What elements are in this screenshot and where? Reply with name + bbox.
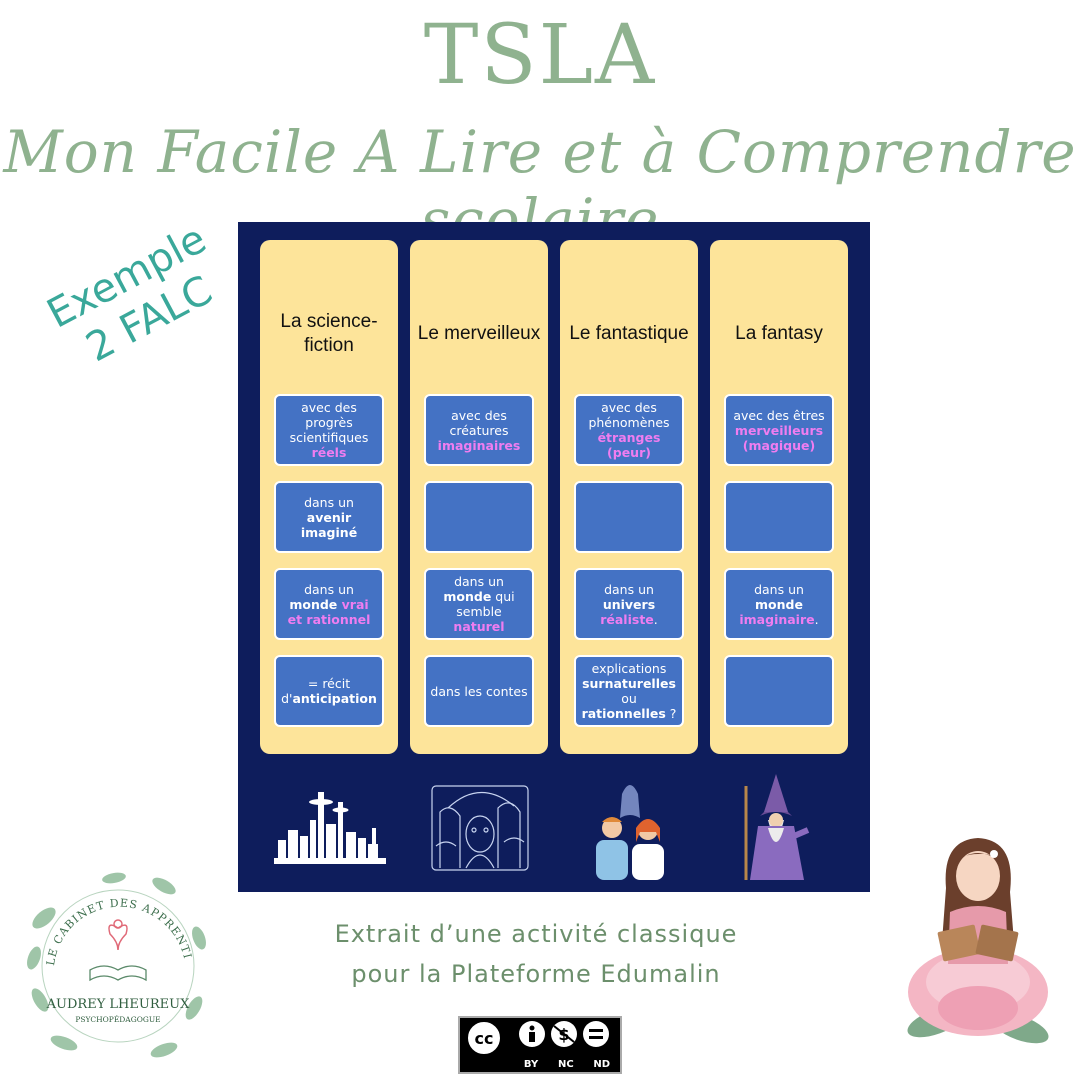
scared-people-ghost-icon <box>596 785 664 880</box>
page-subtitle: Mon Facile A Lire et à Comprendre scolai… <box>3 118 1077 254</box>
card-text-segment: avec des phénomènes <box>588 400 670 430</box>
card[interactable]: dans un monde imaginaire. <box>724 568 834 640</box>
card[interactable]: = récit d'anticipation <box>274 655 384 727</box>
cc-label-nc: NC <box>557 1059 574 1070</box>
bold-text: monde <box>755 596 803 612</box>
empty-drop-slot[interactable] <box>424 481 534 553</box>
empty-drop-slot[interactable] <box>724 481 834 553</box>
card-text: avec des phénomènes étranges (peur) <box>580 400 678 460</box>
card[interactable]: explications surnaturelles ou rationnell… <box>574 655 684 727</box>
cc-license-badge: cc $ BY NC ND <box>458 1016 622 1074</box>
caption-line-2: pour la Plateforme Edumalin <box>351 960 721 988</box>
highlight-text: réaliste <box>600 611 654 627</box>
cc-icons: cc $ <box>466 1020 609 1056</box>
card-text: = récit d'anticipation <box>280 676 378 706</box>
card-text: avec des êtres merveilleurs (magique) <box>730 408 828 453</box>
caption-line-1: Extrait d’une activité classique <box>334 920 738 948</box>
card-text-segment: . <box>814 611 819 627</box>
column-title: Le fantastique <box>569 323 689 344</box>
highlight-text: vrai et rationnel <box>287 596 371 627</box>
reading-girl-illustration <box>907 838 1049 1044</box>
card[interactable]: dans un monde vrai et rationnel <box>274 568 384 640</box>
column-merveilleux: Le merveilleux avec des créatures imagin… <box>410 240 548 754</box>
fairy-forest-icon <box>431 785 529 871</box>
bold-text: monde <box>443 589 492 604</box>
card-text-segment: avec des progrès scientifiques <box>289 400 369 445</box>
column-title: Le merveilleux <box>417 323 541 344</box>
empty-drop-slot[interactable] <box>724 655 834 727</box>
svg-text:cc: cc <box>475 1029 494 1048</box>
column-title: La science-fiction <box>280 311 378 356</box>
column-title: La fantasy <box>735 323 823 344</box>
card-text-segment: qui semble <box>456 589 515 619</box>
card[interactable]: avec des créatures imaginaires <box>424 394 534 466</box>
card-text-segment: ou <box>621 691 637 706</box>
cc-label-nd: ND <box>593 1059 611 1070</box>
card-text: avec des progrès scientifiques réels <box>280 400 378 460</box>
bold-text: surnaturelles <box>582 676 676 691</box>
card-text: explications surnaturelles ou rationnell… <box>580 661 678 721</box>
card-text-segment: ? <box>665 706 677 721</box>
card-text-segment: dans un <box>304 494 354 510</box>
futuristic-city-icon <box>274 792 386 864</box>
card[interactable]: dans un avenir imaginé <box>274 481 384 553</box>
card[interactable]: avec des êtres merveilleurs (magique) <box>724 394 834 466</box>
card-text: dans un avenir imaginé <box>280 495 378 540</box>
card[interactable]: dans un monde qui semble naturel <box>424 568 534 640</box>
card-text: dans un univers réaliste. <box>580 582 678 627</box>
card-text: dans un monde vrai et rationnel <box>280 582 378 627</box>
card-text-segment: dans un <box>754 581 804 597</box>
bold-text: univers <box>602 596 656 612</box>
card-text: avec des créatures imaginaires <box>430 408 528 453</box>
cabinet-logo: LE CABINET DES APPRENTISSAGES AUDREY LHE… <box>14 858 206 1058</box>
card-text-segment: dans les contes <box>430 683 528 699</box>
activity-board: La science-fiction avec des progrès scie… <box>238 222 870 892</box>
highlight-text: imaginaire <box>739 611 815 627</box>
card-text: dans un monde imaginaire. <box>730 582 828 627</box>
highlight-text: réels <box>311 445 347 460</box>
highlight-text: merveilleurs (magique) <box>734 422 824 453</box>
card[interactable]: dans un univers réaliste. <box>574 568 684 640</box>
bold-text: monde <box>289 596 342 612</box>
card-text: dans un monde qui semble naturel <box>430 574 528 634</box>
card-text-segment: explications <box>591 661 667 676</box>
cc-label-by: BY <box>523 1059 539 1070</box>
card-text-segment: = récit d' <box>281 676 351 706</box>
empty-drop-slot[interactable] <box>574 481 684 553</box>
card-text-segment: dans un <box>604 581 654 597</box>
card-text-segment: avec des créatures <box>449 407 509 438</box>
logo-role: PSYCHOPÉDAGOGUE <box>75 1015 160 1024</box>
card-text: dans les contes <box>430 684 527 699</box>
column-fantastique: Le fantastique avec des phénomènes étran… <box>560 240 698 754</box>
card[interactable]: avec des phénomènes étranges (peur) <box>574 394 684 466</box>
card-text-segment: dans un <box>304 581 354 597</box>
highlight-text: imaginaires <box>437 437 521 453</box>
card[interactable]: avec des progrès scientifiques réels <box>274 394 384 466</box>
bold-text: avenir imaginé <box>300 509 358 540</box>
wizard-icon <box>744 774 810 880</box>
column-fantasy: La fantasy avec des êtres merveilleurs (… <box>710 240 848 754</box>
highlight-text: étranges (peur) <box>597 430 661 460</box>
card[interactable]: dans les contes <box>424 655 534 727</box>
card-text-segment: avec des êtres <box>733 407 825 423</box>
page-title: TSLA <box>423 8 657 103</box>
column-science-fiction: La science-fiction avec des progrès scie… <box>260 240 398 754</box>
card-text-segment: dans un <box>454 574 504 589</box>
bold-text: anticipation <box>292 691 377 706</box>
logo-name: AUDREY LHEUREUX <box>46 997 190 1012</box>
bold-text: rationnelles <box>581 706 666 721</box>
card-text-segment: . <box>653 611 658 627</box>
highlight-text: naturel <box>453 619 505 634</box>
